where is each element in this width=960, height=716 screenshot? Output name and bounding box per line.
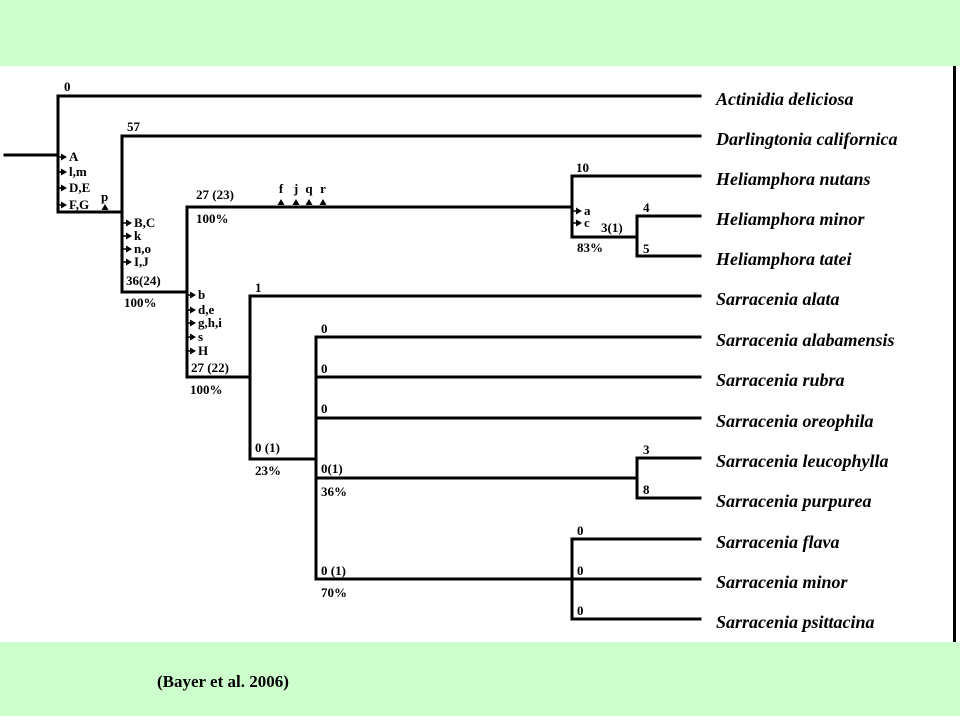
heliamphora-char-2: j — [293, 181, 298, 196]
root-up-arrow — [101, 204, 109, 210]
heliamphora-sub-char-1: a — [584, 203, 591, 218]
taxon-label-4: Heliamphora minor — [715, 209, 866, 229]
sarraceniaceae-char-4: I,J — [134, 254, 149, 269]
heliamphora-sub-char-2: c — [584, 215, 590, 230]
support-heli-sarr: 100% — [124, 295, 157, 310]
heliamphora-char-4: r — [320, 181, 326, 196]
branch-length-h-tatei: 5 — [643, 241, 650, 256]
branch-length-s-rubra: 0 — [321, 361, 328, 376]
support-s-core: 23% — [255, 463, 281, 478]
sarraceniaceae-char-arrow-4 — [126, 258, 132, 266]
branch-length-s-alabamensis: 0 — [321, 321, 328, 336]
root-char-arrow-1 — [61, 153, 67, 161]
sarraceniaceae-char-arrow-3 — [126, 245, 132, 253]
branch-length-s-minor: 0 — [577, 563, 584, 578]
sarracenia-char-arrow-2 — [190, 306, 196, 314]
sarracenia-char-2: d,e — [198, 302, 214, 317]
branch-length-h-minor: 4 — [643, 200, 650, 215]
taxon-label-1: Actinidia deliciosa — [715, 89, 854, 109]
taxon-label-2: Darlingtonia californica — [715, 129, 898, 149]
sarracenia-char-3: g,h,i — [198, 315, 222, 330]
character-arrows — [58, 153, 582, 355]
root-char-1: A — [69, 149, 79, 164]
sarracenia-char-arrow-1 — [190, 291, 196, 299]
sarracenia-char-1: b — [198, 287, 205, 302]
support-sarracenia: 100% — [190, 382, 223, 397]
root-up-char: p — [101, 189, 108, 204]
sarracenia-char-arrow-4 — [190, 333, 196, 341]
taxon-label-5: Heliamphora tatei — [715, 249, 852, 269]
support-heliamphora-sub: 83% — [577, 240, 603, 255]
heliamphora-char-arrow-3 — [305, 199, 313, 205]
branch-length-h-nutans: 10 — [576, 160, 589, 175]
sarracenia-char-arrow-5 — [190, 347, 196, 355]
sarraceniaceae-char-3: n,o — [134, 241, 151, 256]
root-char-2: l,m — [69, 164, 87, 179]
support-flava-clade: 70% — [321, 585, 347, 600]
support-heliamphora-clade: 100% — [196, 211, 229, 226]
sarraceniaceae-char-2: k — [134, 228, 142, 243]
heliamphora-char-arrow-2 — [292, 199, 300, 205]
branch-length-actinidia: 0 — [64, 79, 71, 94]
sarracenia-char-4: s — [198, 329, 203, 344]
sarracenia-char-5: H — [198, 343, 208, 358]
sarraceniaceae-char-arrow-2 — [126, 232, 132, 240]
taxon-label-9: Sarracenia oreophila — [716, 411, 874, 431]
top-banner — [0, 0, 960, 66]
right-border-line — [953, 66, 956, 642]
support-leucophylla-purpurea: 36% — [321, 484, 347, 499]
heliamphora-sub-char-arrow-1 — [576, 207, 582, 215]
heliamphora-char-1: f — [279, 181, 284, 196]
branch-length-heliamphora-clade: 27 (23) — [196, 187, 234, 202]
branch-length-darlingtonia: 57 — [127, 119, 141, 134]
heliamphora-char-3: q — [305, 181, 313, 196]
taxon-label-11: Sarracenia purpurea — [716, 491, 872, 511]
heliamphora-char-arrow-1 — [277, 199, 285, 205]
branch-length-leucophylla-purpurea: 0(1) — [321, 461, 343, 476]
branch-length-s-purpurea: 8 — [643, 482, 650, 497]
branch-length-sarracenia: 27 (22) — [191, 360, 229, 375]
branch-length-h-minor-tatei: 3(1) — [601, 220, 623, 235]
heliamphora-char-arrow-4 — [319, 199, 327, 205]
root-char-arrow-2 — [61, 168, 67, 176]
sarraceniaceae-char-arrow-1 — [126, 219, 132, 227]
tree-branches — [3, 94, 702, 621]
taxon-label-14: Sarracenia psittacina — [716, 612, 875, 632]
branch-length-s-oreophila: 0 — [321, 401, 328, 416]
taxon-label-8: Sarracenia rubra — [716, 370, 845, 390]
root-char-arrow-4 — [61, 201, 67, 209]
branch-length-s-core: 0 (1) — [255, 440, 280, 455]
branch-length-s-alata: 1 — [255, 280, 262, 295]
taxon-label-6: Sarracenia alata — [716, 289, 840, 309]
citation: (Bayer et al. 2006) — [157, 672, 289, 691]
sarracenia-char-arrow-3 — [190, 319, 196, 327]
branch-length-s-leucophylla: 3 — [643, 442, 650, 457]
sarraceniaceae-char-1: B,C — [134, 215, 155, 230]
root-char-3: D,E — [69, 180, 90, 195]
branch-length-s-flava: 0 — [577, 523, 584, 538]
taxon-label-7: Sarracenia alabamensis — [716, 330, 895, 350]
branch-length-heli-sarr: 36(24) — [126, 273, 161, 288]
taxon-label-13: Sarracenia minor — [716, 572, 849, 592]
taxon-label-3: Heliamphora nutans — [715, 169, 871, 189]
bottom-banner — [0, 642, 960, 716]
taxon-label-12: Sarracenia flava — [716, 532, 840, 552]
root-char-4: F,G — [69, 197, 89, 212]
heliamphora-sub-char-arrow-2 — [576, 219, 582, 227]
branch-length-flava-clade: 0 (1) — [321, 563, 346, 578]
taxon-label-10: Sarracenia leucophylla — [716, 451, 889, 471]
branch-length-s-psittacina: 0 — [577, 603, 584, 618]
root-char-arrow-3 — [61, 184, 67, 192]
